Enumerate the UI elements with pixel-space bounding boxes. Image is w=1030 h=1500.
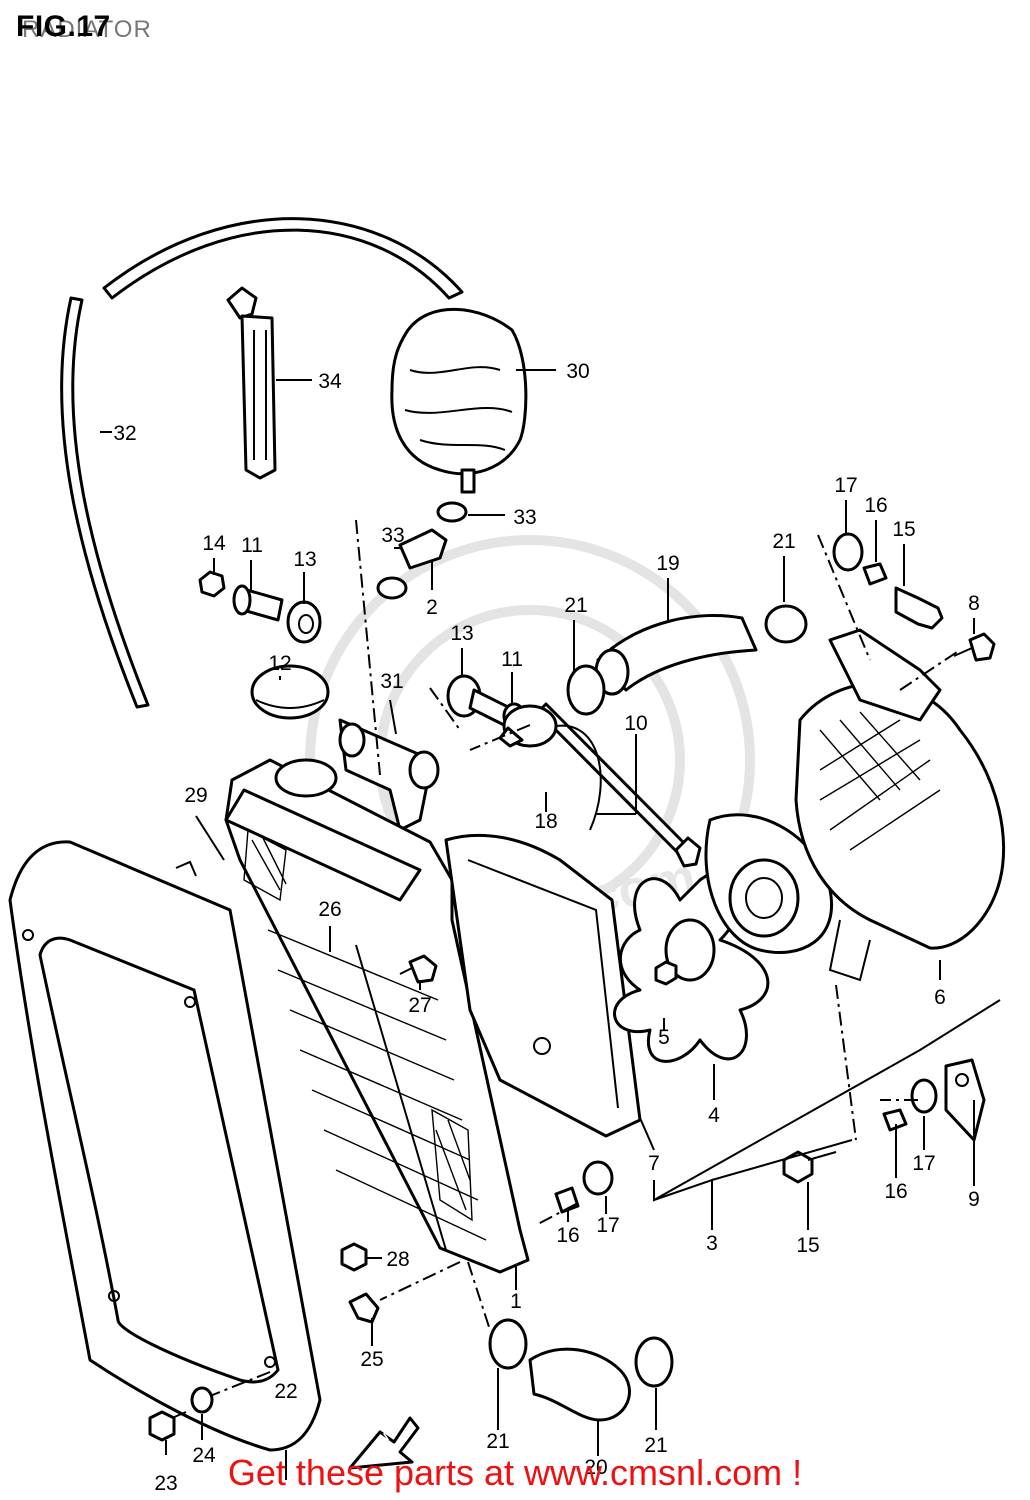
part-13-grommet-left[interactable]	[286, 600, 322, 644]
callout-3: 3	[706, 1232, 718, 1255]
callout-21-lower-right: 21	[644, 1434, 667, 1457]
part-34-strap[interactable]	[226, 286, 277, 480]
callout-2: 2	[426, 596, 438, 619]
part-22-radiator-shroud[interactable]	[8, 840, 322, 1452]
figure-title: FIG.17	[16, 10, 111, 43]
callout-6: 6	[934, 986, 946, 1009]
callout-21-mid: 21	[564, 594, 587, 617]
callout-11-mid: 11	[501, 648, 523, 671]
parts-link-banner[interactable]: Get these parts at www.cmsnl.com !	[227, 1452, 803, 1493]
part-16-collar-upper[interactable]	[862, 562, 888, 586]
callout-16-lower-mid: 16	[556, 1224, 579, 1247]
part-20-lower-hose[interactable]	[528, 1347, 631, 1422]
part-23-bolt[interactable]	[148, 1410, 187, 1442]
part-2-elbow-hose[interactable]	[398, 528, 448, 570]
part-17-grommet-upper[interactable]	[832, 532, 864, 572]
callout-11-left: 11	[241, 534, 263, 557]
callout-14: 14	[202, 532, 226, 555]
callout-9: 9	[968, 1188, 980, 1211]
part-21-hose-clamp-upper-right[interactable]	[764, 604, 808, 644]
callout-20: 20	[584, 1456, 607, 1479]
callout-17-lower-right: 17	[912, 1152, 935, 1175]
part-16-collar-lower-right[interactable]	[882, 1108, 908, 1132]
part-15-bolt-lower[interactable]	[782, 1150, 837, 1184]
part-1-radiator-core[interactable]	[224, 758, 530, 1274]
callout-10: 10	[624, 712, 647, 735]
part-6-fan-cover[interactable]	[794, 628, 1006, 982]
callout-16-lower-right: 16	[884, 1180, 907, 1203]
callout-19: 19	[656, 552, 679, 575]
part-33-hose-clamp-b[interactable]	[376, 576, 408, 600]
part-25-clip[interactable]	[348, 1292, 380, 1324]
callout-13-mid: 13	[450, 622, 473, 645]
callout-28: 28	[386, 1248, 409, 1271]
callout-17-upper: 17	[834, 474, 857, 497]
part-14-nut[interactable]	[198, 570, 226, 598]
part-8-bolt[interactable]	[953, 632, 996, 662]
reference-lines	[209, 519, 961, 1397]
callout-34: 34	[318, 370, 342, 393]
part-27-screw[interactable]	[399, 954, 438, 984]
callout-5: 5	[658, 1026, 670, 1049]
callout-1: 1	[510, 1290, 522, 1313]
part-32-overflow-hose[interactable]	[60, 217, 464, 709]
callout-15-upper: 15	[892, 518, 915, 541]
shroud-tab	[175, 860, 197, 877]
callout-24: 24	[192, 1444, 216, 1467]
callout-30: 30	[566, 360, 589, 383]
part-17-grommet-lower-mid[interactable]	[582, 1160, 614, 1196]
part-3-fan-motor[interactable]	[704, 813, 833, 954]
callout-16-upper: 16	[864, 494, 887, 517]
part-9-bracket[interactable]	[944, 1058, 986, 1142]
callout-32: 32	[113, 422, 136, 445]
part-21-hose-clamp-lower-left[interactable]	[488, 1318, 528, 1370]
figure-subtitle: RADIATOR	[22, 16, 152, 43]
callout-17-lower-mid: 17	[596, 1214, 619, 1237]
callout-33-lower: 33	[381, 524, 404, 547]
callout-27: 27	[408, 994, 431, 1017]
leader-lines	[100, 369, 1001, 1480]
callout-labels: 34 30 32 33 33 2 14 11 13 12 31 13 11 21…	[113, 360, 980, 1495]
part-11-spacer-left[interactable]	[232, 584, 284, 622]
part-17-grommet-lower-right[interactable]	[910, 1078, 938, 1114]
callout-12: 12	[268, 652, 291, 675]
radiator-fins	[243, 828, 487, 1241]
part-15-bolt-upper[interactable]	[894, 586, 944, 630]
callout-21-lower-left: 21	[486, 1430, 509, 1453]
part-28-nut[interactable]	[340, 1242, 368, 1272]
part-24-washer[interactable]	[190, 1386, 214, 1414]
callout-26: 26	[318, 898, 341, 921]
part-7-fan-shroud[interactable]	[444, 833, 642, 1138]
callout-7: 7	[648, 1152, 660, 1175]
callout-22: 22	[274, 1380, 297, 1403]
callout-25: 25	[360, 1348, 383, 1371]
callout-21-upper-right: 21	[772, 530, 795, 553]
part-5-fan-nut[interactable]	[654, 960, 678, 986]
callout-8: 8	[968, 592, 980, 615]
part-21-hose-clamp-upper-mid[interactable]	[566, 664, 606, 716]
callout-23: 23	[154, 1472, 177, 1495]
callout-29: 29	[184, 784, 207, 807]
callout-4: 4	[708, 1104, 720, 1127]
part-31-radiator-bracket[interactable]	[338, 718, 440, 832]
part-21-hose-clamp-lower-right[interactable]	[634, 1336, 674, 1388]
callout-18: 18	[534, 810, 557, 833]
callout-33-upper: 33	[513, 506, 536, 529]
part-30-reservoir-tank[interactable]	[390, 307, 528, 494]
part-10-long-bolt[interactable]	[536, 702, 702, 868]
callout-13-left: 13	[293, 548, 316, 571]
part-33-hose-clamp-a[interactable]	[436, 501, 468, 523]
part-12-radiator-cap[interactable]	[250, 664, 330, 720]
callout-15-lower: 15	[796, 1234, 819, 1257]
callout-31: 31	[380, 670, 403, 693]
